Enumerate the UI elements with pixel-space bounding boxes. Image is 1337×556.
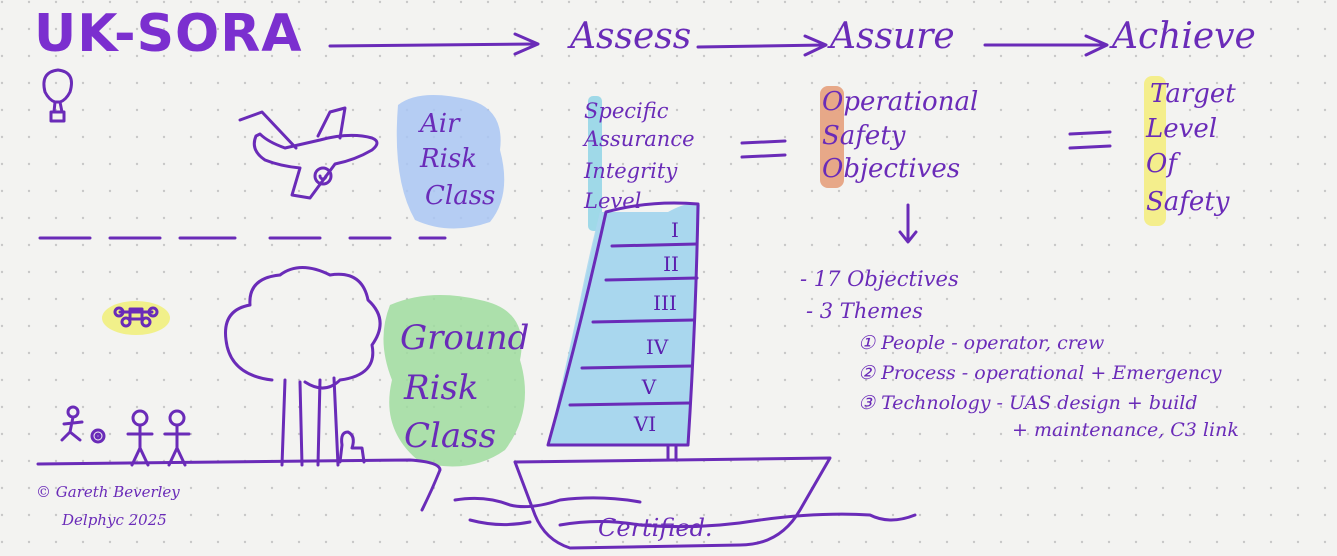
oso-down-arrow: [898, 203, 918, 244]
air-risk-highlight: [396, 95, 505, 229]
ground-line: [36, 458, 442, 512]
credit-author: © Gareth Beverley: [36, 483, 180, 501]
drone-icon: [113, 306, 159, 328]
stage-achieve: Achieve: [1112, 16, 1256, 57]
oso-line-1: Operational: [822, 87, 979, 117]
equals-sign-1: [740, 139, 787, 159]
sail-level-6: VI: [633, 412, 657, 436]
stage-assure: Assure: [830, 16, 955, 57]
sail-highlight: [588, 96, 602, 231]
ground-risk-line-3: Class: [404, 416, 497, 456]
hot-air-balloon-icon: [42, 68, 73, 123]
theme-technology-cont: + maintenance, C3 link: [1012, 419, 1239, 441]
airplane-icon: [238, 106, 379, 200]
people-icon: [60, 405, 191, 467]
ground-risk-highlight: [383, 295, 525, 467]
sail-line-4: Level: [584, 189, 642, 213]
sail-line-2: Assurance: [584, 127, 695, 151]
tls-highlight: [1144, 76, 1166, 226]
tls-line-4: Safety: [1146, 187, 1230, 217]
tls-line-2: Level: [1146, 114, 1218, 144]
arrow-to-achieve: [983, 34, 1109, 57]
boat-label: Certified.: [598, 514, 713, 542]
oso-line-2: Safety: [822, 121, 906, 151]
arrow-to-assess: [328, 32, 540, 56]
oso-highlight: [820, 86, 844, 188]
objectives-count: - 17 Objectives: [800, 267, 959, 291]
themes-count: - 3 Themes: [806, 299, 923, 323]
oso-line-3: Objectives: [822, 154, 961, 184]
sailboat-icon: [513, 201, 832, 550]
air-risk-line-1: Air: [420, 109, 460, 139]
sail-line-1: Specific: [584, 99, 669, 123]
sail-level-1: I: [671, 218, 679, 242]
sail-level-4: IV: [645, 335, 669, 359]
air-risk-line-3: Class: [425, 181, 496, 211]
tree-icon: [224, 266, 382, 467]
theme-process: ② Process - operational + Emergency: [858, 362, 1222, 384]
tls-line-3: Of: [1146, 149, 1177, 179]
tls-line-1: Target: [1150, 79, 1236, 109]
ground-risk-line-2: Risk: [404, 368, 479, 408]
page-title: UK-SORA: [34, 4, 303, 64]
sail-level-5: V: [641, 375, 657, 399]
ground-risk-line-1: Ground: [400, 318, 530, 358]
sail-level-2: II: [663, 252, 679, 276]
sail-line-3: Integrity: [584, 159, 678, 183]
theme-people: ① People - operator, crew: [858, 332, 1105, 354]
water-waves: [453, 496, 917, 529]
dog-icon: [338, 430, 366, 464]
equals-sign-2: [1068, 130, 1112, 150]
arrow-to-assure: [696, 34, 828, 57]
sail-level-3: III: [653, 291, 677, 315]
theme-technology: ③ Technology - UAS design + build: [858, 392, 1198, 414]
stage-assess: Assess: [570, 16, 692, 57]
credit-org-year: Delphyc 2025: [62, 511, 167, 529]
air-risk-line-2: Risk: [420, 144, 477, 174]
